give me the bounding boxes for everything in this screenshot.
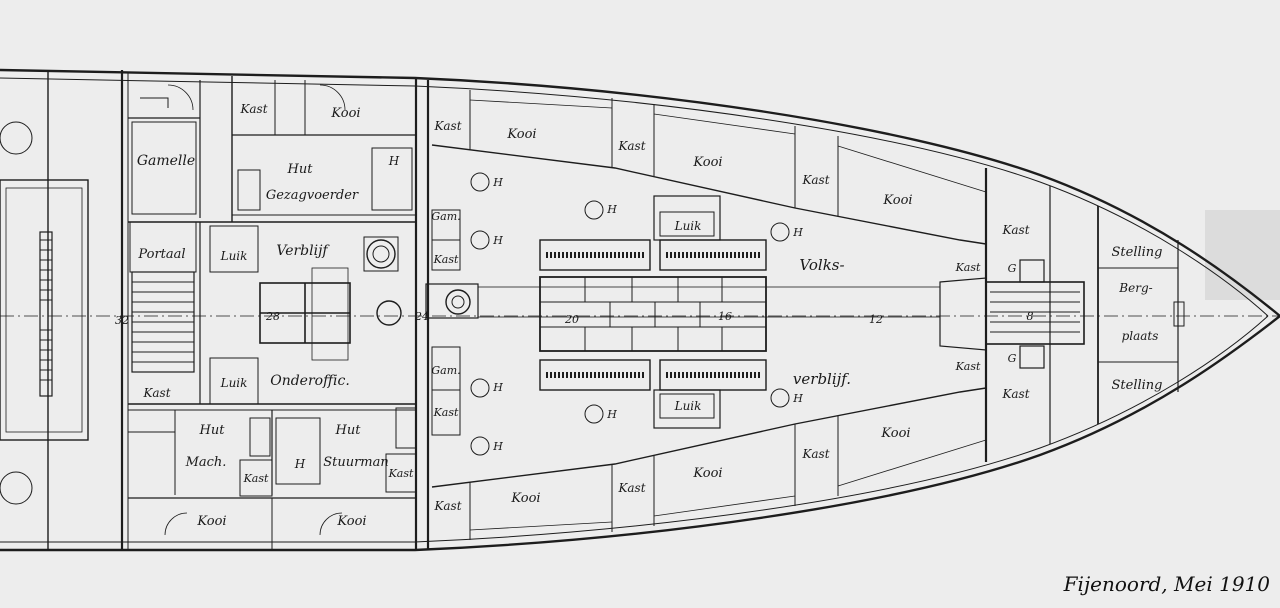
label-h: H: [388, 154, 400, 168]
frame-number-8: 8: [1027, 310, 1034, 323]
label-kooi: Kooi: [880, 426, 910, 441]
label-kast: Kast: [801, 447, 829, 461]
label-luik: Luik: [674, 399, 702, 413]
label-h: H: [606, 408, 617, 421]
label-kooi: Kooi: [506, 127, 536, 142]
label-kooi: Kooi: [330, 106, 360, 121]
room-labels: Kast Kooi Gamelle Hut Gezagvoerder H Por…: [137, 102, 1163, 529]
label-hut: Hut: [199, 423, 226, 438]
frame-number-28: 28: [265, 310, 280, 323]
label-stuurman: Stuurman: [323, 455, 389, 470]
label-kooi: Kooi: [692, 466, 722, 481]
label-kooi: Kooi: [692, 155, 722, 170]
hull-outline: [0, 68, 1280, 552]
label-g: G: [1008, 352, 1017, 365]
label-kast: Kast: [801, 173, 829, 187]
label-kast: Kast: [388, 467, 414, 480]
label-luik: Luik: [674, 219, 702, 233]
frame-number-32: 32: [115, 314, 129, 327]
label-kast: Kast: [239, 102, 267, 116]
signature: Fijenoord, Mei 1910: [1063, 572, 1271, 596]
label-h: H: [492, 234, 503, 247]
label-hut: Hut: [287, 162, 314, 177]
label-kast: Kast: [142, 386, 170, 400]
label-berg: Berg-: [1118, 281, 1152, 295]
label-kast: Kast: [617, 139, 645, 153]
label-kast: Kast: [1001, 387, 1029, 401]
label-luik: Luik: [220, 376, 248, 390]
label-kooi: Kooi: [336, 514, 366, 529]
label-kast: Kast: [433, 119, 461, 133]
label-gam: Gam.: [431, 364, 460, 377]
label-verblijf: Verblijf: [276, 243, 330, 259]
paper-smudge: [1205, 210, 1280, 300]
label-gam: Gam.: [431, 210, 460, 223]
label-h: H: [492, 440, 503, 453]
label-gamelle: Gamelle: [137, 153, 195, 169]
officer-accommodation: [128, 76, 417, 550]
frame-number-24: 24: [414, 310, 429, 323]
label-kast: Kast: [955, 261, 981, 274]
label-stelling: Stelling: [1112, 378, 1163, 393]
label-mach: Mach.: [185, 455, 227, 470]
label-hut: Hut: [335, 423, 362, 438]
label-kooi: Kooi: [882, 193, 912, 208]
label-kast: Kast: [617, 481, 645, 495]
label-h: H: [492, 381, 503, 394]
label-volks: Volks-: [799, 256, 844, 274]
label-plaats: plaats: [1122, 329, 1159, 343]
label-kast: Kast: [243, 472, 269, 485]
crew-quarters: [425, 90, 987, 540]
label-h: H: [792, 392, 803, 405]
label-verblijf2: verblijf.: [793, 370, 851, 388]
label-g: G: [1008, 262, 1017, 275]
label-kast: Kast: [433, 499, 461, 513]
label-kast: Kast: [955, 360, 981, 373]
frame-number-16: 16: [718, 310, 732, 323]
frame-numbers: 32 28 24 20 16 12 8: [115, 310, 1034, 327]
label-h: H: [294, 457, 306, 471]
label-kooi: Kooi: [510, 491, 540, 506]
label-kast: Kast: [433, 406, 459, 419]
label-stelling: Stelling: [1112, 245, 1163, 260]
bulkheads: [120, 70, 1179, 550]
label-kast: Kast: [433, 253, 459, 266]
label-kast: Kast: [1001, 223, 1029, 237]
label-h: H: [792, 226, 803, 239]
frame-number-12: 12: [869, 313, 883, 326]
label-onderoffic: Onderoffic.: [270, 373, 350, 389]
label-kooi: Kooi: [196, 514, 226, 529]
label-h: H: [492, 176, 503, 189]
label-h: H: [606, 203, 617, 216]
label-portaal: Portaal: [137, 247, 185, 262]
label-gezagvoerder: Gezagvoerder: [266, 188, 359, 203]
label-luik: Luik: [220, 249, 248, 263]
forepeak: [985, 186, 1185, 444]
frame-number-20: 20: [564, 313, 579, 326]
left-section: [0, 70, 89, 550]
